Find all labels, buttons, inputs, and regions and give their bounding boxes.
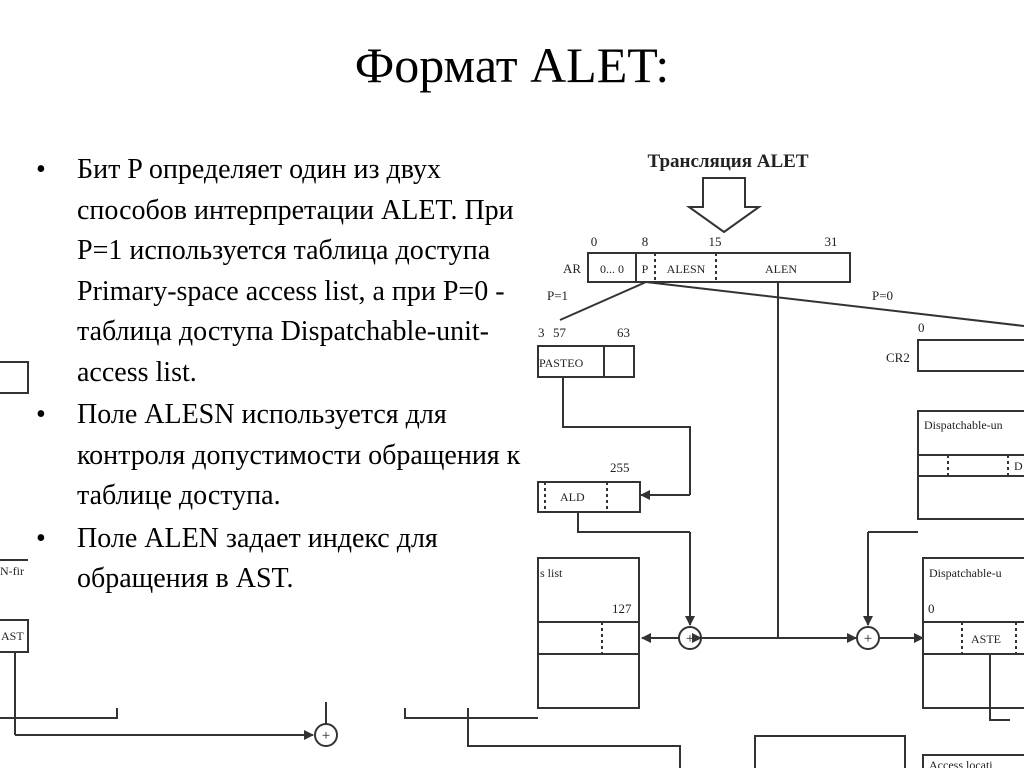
dispatchable-u-table (922, 557, 1024, 709)
diagram-caption: Трансляция ALET (648, 151, 809, 172)
bullet-item: • Поле ALESN используется для контроля д… (36, 395, 536, 517)
bullet-item: • Поле ALEN задает индекс для обращения … (36, 519, 536, 600)
bullet-list: • Бит P определяет один из двух способов… (36, 150, 536, 610)
pasteo-bit-57: 57 (553, 325, 567, 340)
pasteo-bit-63: 63 (617, 325, 630, 340)
bullet-dot-icon: • (36, 399, 46, 430)
dispatchable-unit-field: D (1014, 459, 1023, 473)
access-list-bit-127: 127 (612, 601, 632, 616)
aste-label: ASTE (971, 632, 1001, 646)
dispatchable-unit-label: Dispatchable-un (924, 418, 1003, 432)
slide-title: Формат ALET: (354, 37, 670, 93)
access-list-label: s list (540, 566, 563, 580)
access-locate-box (922, 754, 1024, 768)
pasteo-box (537, 345, 635, 378)
ar-field-p: P (642, 262, 649, 276)
cr2-register-box (917, 339, 1024, 372)
bullet-text: Бит P определяет один из двух способов и… (77, 154, 514, 388)
pasteo-label: PASTEO (539, 356, 584, 370)
ald-box (537, 481, 641, 513)
dispatchable-u-bit-0: 0 (928, 601, 935, 616)
translation-down-arrow (685, 177, 763, 234)
dispatchable-unit-table (917, 410, 1024, 520)
access-locate-label: Access locati (929, 758, 993, 768)
ar-field-zeros: 0... 0 (600, 262, 624, 276)
bullet-item: • Бит P определяет один из двух способов… (36, 150, 536, 393)
p0-branch-line (645, 281, 1024, 327)
dispatchable-u-label: Dispatchable-u (929, 566, 1002, 580)
pasteo-bit-3: 3 (538, 325, 545, 340)
ar-bit-0: 0 (591, 234, 598, 249)
bullet-dot-icon: • (36, 522, 46, 554)
ar-bit-8: 8 (642, 234, 649, 249)
left-header-label: N-fir (0, 564, 24, 578)
p0-label: P=0 (872, 288, 893, 303)
ar-label: AR (563, 261, 581, 276)
cr2-label: CR2 (886, 350, 910, 365)
adder-3-symbol: + (322, 728, 330, 744)
ar-field-alen: ALEN (765, 262, 797, 276)
adder-1-symbol: + (686, 631, 694, 647)
bullet-text: Поле ALESN используется для контроля доп… (77, 399, 521, 511)
ar-bit-31: 31 (825, 234, 838, 249)
p1-branch-line (559, 281, 647, 321)
ald-bit-255: 255 (610, 460, 630, 475)
left-ast-label: AST (1, 629, 24, 643)
p1-label: P=1 (547, 288, 568, 303)
ar-register-box (587, 252, 851, 283)
bullet-text: Поле ALEN задает индекс для обращения в … (77, 522, 438, 595)
ar-field-alesn: ALESN (667, 262, 706, 276)
adder-2-symbol: + (864, 631, 872, 647)
ar-bit-15: 15 (709, 234, 722, 249)
ald-label: ALD (560, 490, 585, 504)
cr2-bit-0: 0 (918, 320, 925, 335)
bullet-dot-icon: • (36, 154, 46, 185)
access-list-table (537, 557, 640, 709)
